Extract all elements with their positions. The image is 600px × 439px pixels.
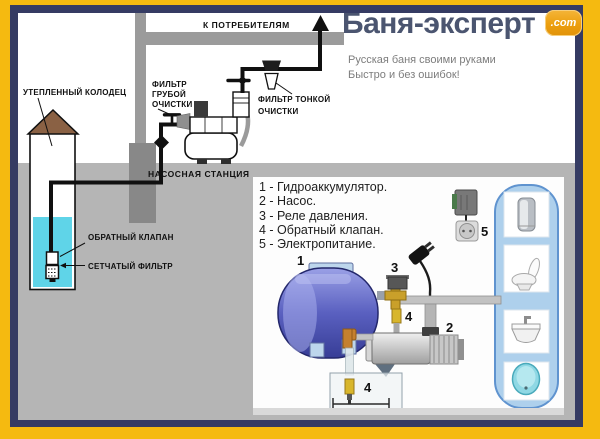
label-well: УТЕПЛЕННЫЙ КОЛОДЕЦ	[23, 88, 126, 97]
leader-fine-filter	[275, 82, 293, 95]
label-to-consumers: К ПОТРЕБИТЕЛЯМ	[203, 20, 290, 30]
inset-floor-strip	[253, 408, 564, 415]
part-label-relay: 3	[391, 260, 398, 275]
brand-logo: Баня-эксперт	[342, 13, 536, 40]
legend-item-1: 1 - Гидроаккумулятор.	[259, 180, 388, 194]
legend-item-5: 5 - Электропитание.	[259, 237, 376, 252]
pump-station-photo: 5 1	[253, 184, 564, 415]
check-valve-bottom	[344, 378, 355, 404]
surface-pump	[365, 327, 464, 377]
part-label-pump: 2	[446, 320, 453, 335]
pump-tank	[184, 132, 238, 160]
suction-pipe	[49, 122, 179, 254]
label-coarse-filter-3: ОЧИСТКИ	[152, 100, 192, 109]
label-check-valve: ОБРАТНЫЙ КЛАПАН	[88, 233, 174, 242]
label-pump-station: НАСОСНАЯ СТАНЦИЯ	[148, 169, 250, 179]
coarse-filter-valve	[162, 113, 182, 125]
check-valve	[45, 251, 59, 266]
tank-port	[377, 291, 389, 300]
well-roof	[26, 108, 80, 135]
consumers-panel	[494, 184, 559, 409]
tank-foot	[197, 159, 207, 164]
house-pillar	[135, 13, 146, 144]
power-plug-icon	[408, 241, 435, 265]
label-fine-filter-1: ФИЛЬТР ТОНКОЙ	[258, 95, 330, 104]
power-socket	[455, 220, 479, 242]
label-mesh-filter: СЕТЧАТЫЙ ФИЛЬТР	[88, 262, 173, 271]
pump-motor-box	[194, 101, 208, 117]
label-coarse-filter-2: ГРУБОЙ	[152, 90, 186, 99]
pump-body	[189, 116, 238, 134]
pump-inlet-port	[176, 113, 191, 130]
breaker-box	[452, 189, 478, 216]
tank-foot	[221, 159, 231, 164]
tank-foot	[309, 342, 325, 358]
leader-check-valve	[59, 242, 86, 257]
output-tee-valve	[226, 77, 251, 84]
part-label-valve-bottom: 4	[364, 380, 372, 395]
intake-stub	[355, 333, 374, 341]
part-label-valve-top: 4	[405, 309, 413, 324]
accumulator-tank	[277, 262, 379, 359]
leader-coarse-filter	[157, 108, 170, 115]
leader-mesh-arrowhead	[60, 262, 66, 269]
check-valve-top	[391, 308, 402, 324]
pump-outlet-fitting	[232, 91, 250, 118]
pipe-union-fitting	[154, 135, 169, 150]
water-heater-icon	[517, 197, 536, 232]
tagline-line1: Русская баня своими руками	[348, 54, 496, 66]
legend-item-2: 2 - Насос.	[259, 194, 317, 209]
pump-station-inset: 5 1	[253, 177, 564, 415]
com-badge: .com	[545, 10, 582, 36]
pump-station-drawing	[184, 91, 251, 164]
intake-downpipe	[345, 347, 354, 376]
supply-pipe	[399, 295, 502, 305]
legend-item-3: 3 - Реле давления.	[259, 208, 369, 223]
power-cable	[419, 260, 432, 328]
flow-arrow	[312, 15, 329, 31]
diagram-canvas: УТЕПЛЕННЫЙ КОЛОДЕЦ ФИЛЬТР ГРУБОЙ ОЧИСТКИ…	[18, 13, 575, 420]
tagline-line2: Быстро и без ошибок!	[348, 69, 460, 81]
water-supply-scheme: УТЕПЛЕННЫЙ КОЛОДЕЦ ФИЛЬТР ГРУБОЙ ОЧИСТКИ…	[23, 13, 344, 291]
ceiling-beam	[146, 32, 344, 45]
toilet-icon	[511, 257, 540, 291]
label-coarse-filter-1: ФИЛЬТР	[152, 80, 187, 89]
mesh-filter	[45, 264, 60, 282]
parts-legend: 1 - Гидроаккумулятор. 2 - Насос. 3 - Рел…	[259, 180, 387, 251]
sink-icon	[511, 316, 541, 343]
part-label-tank: 1	[297, 253, 304, 268]
label-fine-filter-2: ОЧИСТКИ	[258, 107, 298, 116]
bathtub-icon	[511, 362, 541, 396]
legend-item-4: 4 - Обратный клапан.	[259, 222, 384, 237]
part-label-power: 5	[481, 224, 488, 239]
leader-well	[37, 97, 53, 147]
pressure-relay	[386, 275, 409, 290]
fine-filter	[262, 60, 281, 90]
valve-to-pump-pipe	[393, 323, 400, 334]
brand-tagline: Русская баня своими руками Быстро и без …	[348, 53, 496, 83]
